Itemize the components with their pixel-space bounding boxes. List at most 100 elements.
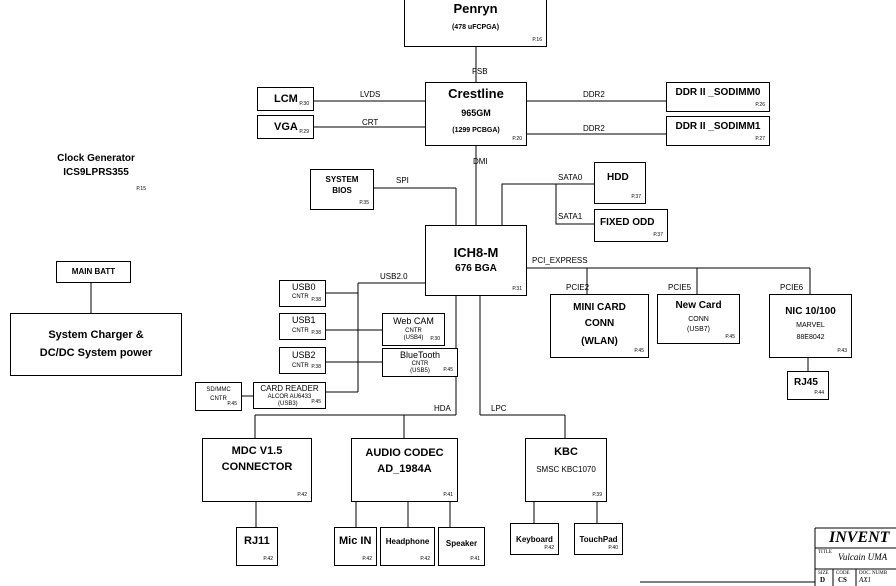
mic-in-block: Mic IN P.42	[334, 527, 377, 566]
webcam-title: Web CAM	[393, 316, 434, 326]
card-reader-chip: ALCOR AU6433	[267, 394, 312, 400]
mdc-block: MDC V1.5 CONNECTOR P.42	[202, 438, 312, 502]
bios-line2: BIOS	[332, 186, 352, 195]
main-battery-title: MAIN BATT	[71, 267, 116, 276]
clock-generator-block: Clock Generator ICS9LPRS355 P.15	[42, 152, 150, 194]
usb2-sub: CNTR	[292, 363, 309, 369]
clock-title: Clock Generator	[57, 153, 135, 164]
webcam-sub: CNTR	[405, 328, 422, 334]
bus-label-sata0: SATA0	[558, 173, 583, 182]
headphone-block: Headphone P.42	[380, 527, 435, 566]
vga-block: VGA P.29	[257, 115, 314, 139]
nic-part: 88E8042	[796, 334, 825, 341]
sodimm1-block: DDR II _SODIMM1 P.27	[666, 116, 770, 146]
bios-line1: SYSTEM	[325, 175, 359, 184]
usb2-block: USB2 CNTR P.38	[279, 347, 326, 374]
usb1-title: USB1	[292, 315, 316, 325]
bus-label-usb20: USB2.0	[380, 272, 408, 281]
codec-part: AD_1984A	[377, 463, 432, 475]
main-battery-block: MAIN BATT	[56, 261, 131, 283]
card-reader-block: CARD READER ALCOR AU6433 (USB3) P.45	[253, 382, 326, 409]
hdd-block: HDD P.37	[594, 162, 646, 204]
page-ref: P.45	[227, 401, 237, 407]
mic-in-title: Mic IN	[339, 535, 372, 547]
page-ref: P.38	[311, 364, 321, 370]
bios-block: SYSTEM BIOS P.35	[310, 169, 374, 210]
size-label: SIZE	[818, 571, 829, 576]
cpu-block: Penryn (478 uFCPGA) P.16	[404, 0, 547, 47]
sodimm0-title: DDR II _SODIMM0	[675, 87, 761, 98]
bus-label-lpc: LPC	[491, 404, 507, 413]
odd-block: FIXED ODD P.37	[594, 209, 668, 242]
speaker-title: Speaker	[445, 539, 478, 548]
sata0-line	[501, 183, 594, 225]
southbridge-package: 676 BGA	[455, 263, 497, 274]
lcm-block: LCM P.30	[257, 87, 314, 111]
new-card-port: (USB7)	[687, 326, 710, 333]
headphone-title: Headphone	[385, 537, 430, 546]
card-reader-port: (USB3)	[278, 401, 298, 407]
southbridge-block: ICH8-M 676 BGA P.31	[425, 225, 527, 296]
hdd-title: HDD	[607, 172, 629, 183]
project-title: Vulcain UMA	[838, 552, 888, 562]
usb2-title: USB2	[292, 350, 316, 360]
bluetooth-sub: CNTR	[411, 361, 429, 367]
cpu-title: Penryn	[453, 1, 498, 16]
webcam-port: (USB4)	[403, 335, 424, 341]
code-value: CS	[838, 576, 847, 584]
rj45-block: RJ45 P.44	[787, 371, 829, 400]
keyboard-block: Keyboard P.42	[510, 523, 559, 555]
page-ref: P.27	[755, 136, 765, 142]
page-ref: P.45	[311, 399, 321, 405]
charger-line1: System Charger &	[48, 329, 144, 341]
northbridge-title: Crestline	[448, 86, 504, 101]
kbc-title: KBC	[554, 446, 578, 458]
page-ref: P.31	[512, 286, 522, 292]
usb1-sub: CNTR	[292, 328, 309, 334]
bus-label-pcie2: PCIE2	[566, 283, 590, 292]
sata1-line	[555, 184, 594, 225]
mini-card-block: MINI CARD CONN (WLAN) P.45	[550, 294, 649, 358]
page-ref: P.39	[592, 492, 602, 498]
northbridge-package: (1299 PCBGA)	[452, 127, 500, 134]
touchpad-title: TouchPad	[579, 535, 618, 544]
keyboard-title: Keyboard	[516, 535, 553, 544]
mini-card-wlan: (WLAN)	[581, 336, 618, 347]
bus-label-pcie5: PCIE5	[668, 283, 692, 292]
page-ref: P.37	[631, 194, 641, 200]
bus-label-spi: SPI	[396, 176, 409, 185]
southbridge-title: ICH8-M	[453, 245, 499, 260]
sodimm1-title: DDR II _SODIMM1	[675, 121, 761, 132]
rj11-block: RJ11 P.42	[236, 527, 278, 566]
doc-label: DOC. NUMB	[859, 571, 888, 576]
code-label: CODE	[836, 571, 850, 576]
page-ref: P.45	[725, 334, 735, 340]
charger-line2: DC/DC System power	[39, 347, 153, 359]
nic-vendor: MARVEL	[796, 322, 825, 329]
sdmmc-title: SD/MMC	[206, 387, 231, 393]
bus-label-pci-express: PCI_EXPRESS	[532, 256, 588, 265]
speaker-block: Speaker P.41	[438, 527, 485, 566]
rj11-title: RJ11	[244, 535, 270, 547]
sodimm0-block: DDR II _SODIMM0 P.26	[666, 82, 770, 112]
doc-value: AX1	[859, 576, 872, 584]
nic-title: NIC 10/100	[785, 306, 836, 317]
clock-part: ICS9LPRS355	[63, 167, 129, 178]
mini-card-title: MINI CARD	[573, 302, 626, 313]
page-ref: P.42	[420, 556, 430, 562]
card-reader-title: CARD READER	[260, 384, 319, 393]
page-ref: P.38	[311, 330, 321, 336]
page-ref: P.30	[299, 101, 309, 107]
rj45-title: RJ45	[794, 377, 818, 388]
mdc-title: MDC V1.5	[231, 445, 283, 457]
usb1-block: USB1 CNTR P.38	[279, 313, 326, 340]
page-ref: P.29	[299, 129, 309, 135]
page-ref: P.42	[297, 492, 307, 498]
kbc-part: SMSC KBC1070	[536, 465, 596, 474]
page-ref: P.20	[512, 136, 522, 142]
bus-label-ddr2-1: DDR2	[583, 124, 605, 133]
page-ref: P.44	[814, 390, 824, 396]
page-ref: P.45	[443, 367, 453, 373]
page-ref: P.37	[653, 232, 663, 238]
page-ref: P.42	[544, 545, 554, 551]
